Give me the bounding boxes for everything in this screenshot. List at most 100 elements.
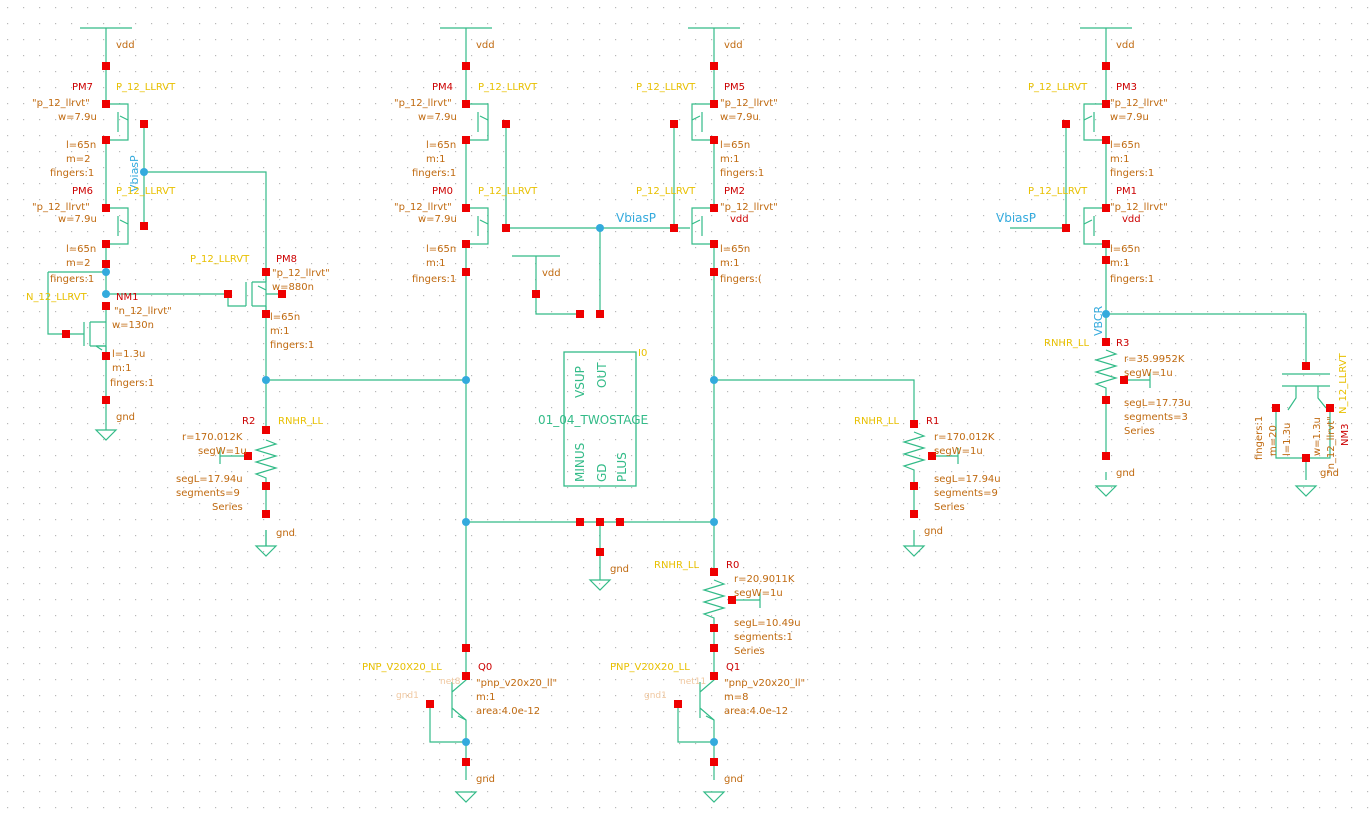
pm2-length: l=65n <box>720 244 750 255</box>
pm6-transistor[interactable]: PM6 P_12_LLRVT "p_12_llrvt" w=7.9u l=65n… <box>32 186 176 285</box>
gnd-icon <box>1094 485 1118 497</box>
r2-segl: segL=17.94u <box>176 474 243 485</box>
r2-segw: segW=1u <box>198 446 247 457</box>
pm0-instance-name: PM0 <box>432 186 453 197</box>
pm3-length: l=65n <box>1110 140 1140 151</box>
pm8-transistor[interactable]: P_12_LLRVT PM8 "p_12_llrvt" w=880n l=65n… <box>190 254 330 351</box>
r0-resistor[interactable]: RNHR_LL R0 r=20.9011K segW=1u segL=10.49… <box>654 560 801 657</box>
r3-resistor[interactable]: RNHR_LL R3 r=35.9952K segW=1u segL=17.73… <box>1044 338 1191 437</box>
vdd-label: vdd <box>476 40 495 51</box>
pm4-model: P_12_LLRVT <box>478 82 538 93</box>
pm4-instance-name: PM4 <box>432 82 453 93</box>
nm3-width: w=1.3u <box>1312 417 1323 456</box>
r1-resistor[interactable]: RNHR_LL R1 r=170.012K segW=1u segL=17.94… <box>854 416 1001 513</box>
junction-dots <box>102 168 1110 746</box>
nm3-length: l=1.3u <box>1282 423 1293 456</box>
gnd-label: gnd <box>1116 468 1135 479</box>
nm1-transistor[interactable]: N_12_LLRVT NM1 "n_12_llrvt" w=130n l=1.3… <box>26 292 172 389</box>
q0-bjt[interactable]: PNP_V20X20_LL Q0 net8 "pnp_v20x20_ll" m:… <box>362 662 557 717</box>
pm6-width: w=7.9u <box>58 214 97 225</box>
gnd-label: gnd <box>1320 468 1339 479</box>
pm1-transistor[interactable]: P_12_LLRVT PM1 "p_12_llrvt" vdd l=65n m:… <box>1028 186 1168 285</box>
pm2-fingers: fingers:( <box>720 274 762 285</box>
pm1-multiplier: m:1 <box>1110 258 1129 269</box>
pm5-instance-name: PM5 <box>724 82 745 93</box>
r0-segw: segW=1u <box>734 588 783 599</box>
pm1-fingers: fingers:1 <box>1110 274 1154 285</box>
pm6-cell: "p_12_llrvt" <box>32 202 90 213</box>
pm3-cell: "p_12_llrvt" <box>1110 98 1168 109</box>
gnd1-label: gnd1 <box>644 691 667 701</box>
r2-segments: segments=9 <box>176 488 240 499</box>
pm3-model: P_12_LLRVT <box>1028 82 1088 93</box>
pm6-length: l=65n <box>66 244 96 255</box>
gnd-icon <box>702 791 726 803</box>
nm1-multiplier: m:1 <box>112 363 131 374</box>
pm1-vdd-overlap: vdd <box>1122 214 1141 225</box>
pm2-instance-name: PM2 <box>724 186 745 197</box>
pm4-transistor[interactable]: PM4 P_12_LLRVT "p_12_llrvt" w=7.9u l=65n… <box>394 82 538 179</box>
pm8-model: P_12_LLRVT <box>190 254 250 265</box>
pm5-cell: "p_12_llrvt" <box>720 98 778 109</box>
pm5-transistor[interactable]: P_12_LLRVT PM5 "p_12_llrvt" w=7.9u l=65n… <box>636 82 778 179</box>
amp-out-pin-label: OUT <box>595 362 609 388</box>
nm3-transistor[interactable]: N_12_LLRVT NM3 "n_12_llrvt" w=1.3u l=1.3… <box>1254 352 1351 474</box>
pm5-fingers: fingers:1 <box>720 168 764 179</box>
pm8-cell: "p_12_llrvt" <box>272 268 330 279</box>
pm5-length: l=65n <box>720 140 750 151</box>
r1-segw: segW=1u <box>934 446 983 457</box>
r2-resistor[interactable]: RNHR_LL R2 r=170.012K segW=1u segL=17.94… <box>176 416 323 513</box>
pm7-transistor[interactable]: PM7 P_12_LLRVT "p_12_llrvt" w=7.9u l=65n… <box>32 82 176 179</box>
amp-cell-name: 01_04_TWOSTAGE <box>538 413 648 427</box>
net-label-vbcr: VBCR <box>1092 305 1105 336</box>
pm5-width: w=7.9u <box>720 112 759 123</box>
q1-instance-name: Q1 <box>726 662 740 673</box>
pm1-length: l=65n <box>1110 244 1140 255</box>
pm0-multiplier: m:1 <box>426 258 445 269</box>
vdd-label: vdd <box>542 268 561 279</box>
pm4-fingers: fingers:1 <box>412 168 456 179</box>
r1-model: RNHR_LL <box>854 416 899 427</box>
pm6-fingers: fingers:1 <box>50 274 94 285</box>
r1-instance-name: R1 <box>926 416 939 427</box>
pm8-length: l=65n <box>270 312 300 323</box>
r2-series: Series <box>212 502 243 513</box>
pm3-fingers: fingers:1 <box>1110 168 1154 179</box>
pm5-model: P_12_LLRVT <box>636 82 696 93</box>
r2-model: RNHR_LL <box>278 416 323 427</box>
pm0-transistor[interactable]: PM0 P_12_LLRVT "p_12_llrvt" w=7.9u l=65n… <box>394 186 538 285</box>
q0-model: PNP_V20X20_LL <box>362 662 442 673</box>
pm7-fingers: fingers:1 <box>50 168 94 179</box>
pm2-multiplier: m:1 <box>720 258 739 269</box>
gnd-symbols <box>94 429 1318 803</box>
amp-instance-name: I0 <box>638 348 647 359</box>
nm1-model: N_12_LLRVT <box>26 292 88 303</box>
nm1-length: l=1.3u <box>112 349 145 360</box>
pm3-transistor[interactable]: P_12_LLRVT PM3 "p_12_llrvt" w=7.9u l=65n… <box>1028 82 1168 179</box>
net-label-vbiasp: VbiasP <box>128 155 141 192</box>
vdd-label: vdd <box>1116 40 1135 51</box>
r3-segments: segments=3 <box>1124 412 1188 423</box>
gnd-label: gnd <box>276 528 295 539</box>
pm1-instance-name: PM1 <box>1116 186 1137 197</box>
gnd-icon <box>902 545 926 557</box>
pm8-width: w=880n <box>272 282 314 293</box>
pm0-length: l=65n <box>426 244 456 255</box>
nm1-cell: "n_12_llrvt" <box>114 306 172 317</box>
q1-bjt[interactable]: PNP_V20X20_LL Q1 net11 "pnp_v20x20_ll" m… <box>610 662 805 717</box>
r0-model: RNHR_LL <box>654 560 699 571</box>
pm4-length: l=65n <box>426 140 456 151</box>
q0-instance-name: Q0 <box>478 662 492 673</box>
r1-segments: segments=9 <box>934 488 998 499</box>
pm6-model: P_12_LLRVT <box>116 186 176 197</box>
pm6-instance-name: PM6 <box>72 186 93 197</box>
amp-block[interactable] <box>563 351 637 487</box>
pm2-transistor[interactable]: P_12_LLRVT PM2 "p_12_llrvt" vdd l=65n m:… <box>636 186 778 285</box>
nm3-multiplier: m=20 <box>1268 425 1279 456</box>
pm4-cell: "p_12_llrvt" <box>394 98 452 109</box>
pm2-cell: "p_12_llrvt" <box>720 202 778 213</box>
amp-gd-pin-label: GD <box>595 463 609 482</box>
vdd-label: vdd <box>724 40 743 51</box>
r3-series: Series <box>1124 426 1155 437</box>
